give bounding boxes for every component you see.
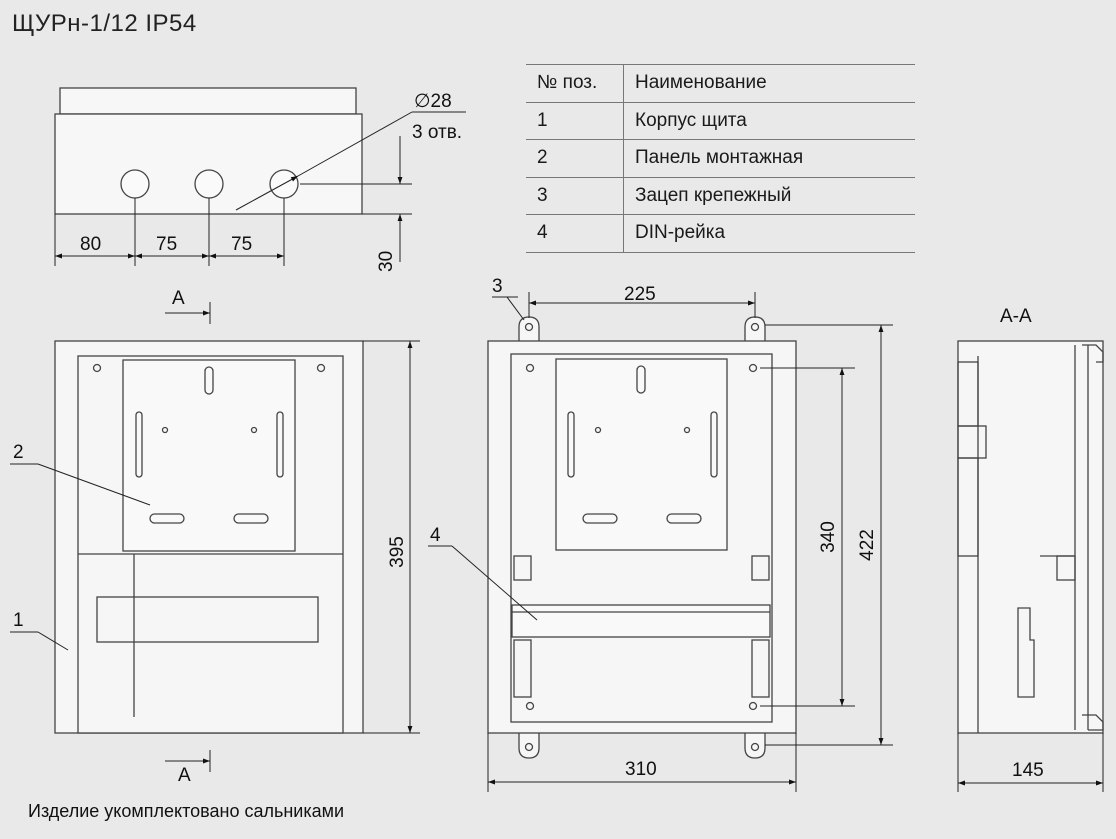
gland-hole (194, 169, 224, 199)
back-view-dimensions (428, 292, 893, 792)
table-row: 3 Зацеп крепежный (526, 176, 915, 215)
din-rail (511, 604, 771, 638)
section-view-dimensions (957, 733, 1104, 792)
parts-table: № поз. Наименование 1 Корпус щита 2 Пане… (526, 64, 915, 253)
position-2-label: 2 (13, 442, 24, 463)
footnote: Изделие укомплектовано сальниками (28, 801, 345, 821)
row-name: Корпус щита (623, 101, 915, 140)
top-view (54, 87, 363, 215)
row-num: 4 (526, 214, 624, 253)
dim-422: 422 (857, 529, 878, 561)
row-name: DIN-рейка (623, 214, 915, 253)
section-view-title: A-A (1000, 306, 1032, 327)
dim-395: 395 (387, 536, 408, 568)
top-view-dimensions (54, 111, 466, 266)
section-body (957, 340, 1104, 734)
dim-80: 80 (80, 234, 101, 255)
section-mark-bottom: A (178, 765, 191, 786)
back-mounting-panel (555, 358, 728, 551)
top-view-lid (59, 87, 357, 115)
position-1-label: 1 (13, 610, 24, 631)
table-row: 4 DIN-рейка (526, 214, 915, 253)
meter-window (96, 596, 319, 643)
table-header-row: № поз. Наименование (526, 64, 915, 103)
table-row: 1 Корпус щита (526, 101, 915, 140)
hole-count-label: 3 отв. (412, 122, 462, 143)
section-mark-top: A (172, 288, 185, 309)
front-view (54, 340, 364, 734)
header-name: Наименование (623, 64, 915, 103)
page-title: ЩУРн-1/12 IP54 (12, 10, 197, 37)
row-num: 3 (526, 176, 624, 215)
header-num: № поз. (526, 64, 624, 103)
back-view (487, 316, 797, 759)
hole-diameter-label: ∅28 (414, 91, 452, 112)
position-3-label: 3 (492, 276, 503, 297)
dim-340: 340 (818, 521, 839, 553)
front-view-dimensions (10, 302, 420, 772)
dim-310: 310 (625, 759, 657, 780)
position-4-label: 4 (430, 525, 441, 546)
dim-145: 145 (1012, 760, 1044, 781)
gland-hole (120, 169, 150, 199)
dim-75-b: 75 (231, 234, 252, 255)
dim-30: 30 (376, 251, 397, 272)
dim-225: 225 (624, 284, 656, 305)
mounting-panel (122, 359, 296, 552)
row-name: Панель монтажная (623, 139, 915, 178)
section-view (957, 340, 1104, 734)
row-name: Зацеп крепежный (623, 176, 915, 215)
dim-75-a: 75 (156, 234, 177, 255)
